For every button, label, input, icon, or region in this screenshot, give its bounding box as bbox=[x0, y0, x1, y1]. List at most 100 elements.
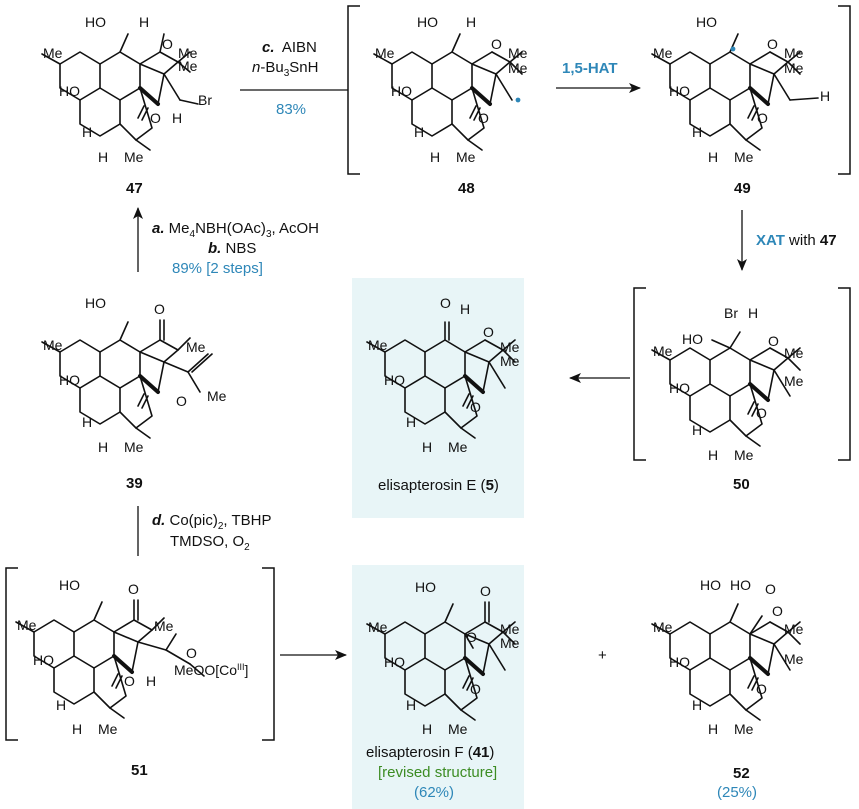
atom-me: Me bbox=[448, 721, 468, 737]
atom-me: Me bbox=[500, 353, 520, 369]
atom-h: H bbox=[692, 124, 702, 140]
atom-me: Me bbox=[178, 58, 198, 74]
step-a-condition: a. Me4NBH(OAc)3, AcOH bbox=[152, 220, 319, 240]
atom-h: H bbox=[466, 14, 476, 30]
atom-ho: HO bbox=[682, 331, 703, 347]
step-c-reagent-2: n-Bu3SnH bbox=[252, 59, 318, 79]
atom-me: Me bbox=[653, 619, 673, 635]
elisapterosin-e-highlight bbox=[352, 278, 524, 518]
atom-me: Me bbox=[178, 45, 198, 61]
bracket-right-51 bbox=[262, 567, 275, 741]
atom-me: Me bbox=[784, 651, 804, 667]
atom-me: Me bbox=[43, 337, 63, 353]
atom-me: Me bbox=[43, 45, 63, 61]
atom-ho: HO bbox=[85, 295, 106, 311]
step-d-condition-2: TMDSO, O2 bbox=[170, 533, 250, 553]
atom-me: Me bbox=[375, 45, 395, 61]
structure-52 bbox=[650, 603, 801, 722]
atom-ho: HO bbox=[59, 577, 80, 593]
step-c-yield: 83% bbox=[276, 101, 306, 118]
atom-me: Me bbox=[368, 337, 388, 353]
atom-me: Me bbox=[734, 447, 754, 463]
atom-h: H bbox=[406, 697, 416, 713]
atom-br: Br bbox=[198, 92, 212, 108]
atom-h: H bbox=[708, 721, 718, 737]
step-c-letter: c. bbox=[262, 39, 275, 56]
atom-o: O bbox=[124, 673, 135, 689]
bracket-left-50 bbox=[633, 287, 646, 461]
atom-me: Me bbox=[17, 617, 37, 633]
atom-h: H bbox=[82, 124, 92, 140]
atom-h: H bbox=[692, 422, 702, 438]
step-hat-label: 1,5-HAT bbox=[562, 60, 618, 77]
atom-me: Me bbox=[500, 635, 520, 651]
atom-ho: HO bbox=[417, 14, 438, 30]
atom-me: Me bbox=[784, 373, 804, 389]
atom-me: Me bbox=[448, 439, 468, 455]
atom-o: O bbox=[186, 645, 197, 661]
atom-h: H bbox=[460, 301, 470, 317]
structure-51 bbox=[14, 599, 205, 720]
atom-h: H bbox=[422, 439, 432, 455]
compound-label-50: 50 bbox=[733, 476, 750, 493]
yield-41: (62%) bbox=[414, 784, 454, 801]
atom-me: Me bbox=[508, 45, 528, 61]
atom-o: O bbox=[470, 681, 481, 697]
structure-39 bbox=[40, 319, 213, 440]
atom-me: Me bbox=[368, 619, 388, 635]
atom-o: O bbox=[772, 603, 783, 619]
atom-o: O bbox=[176, 393, 187, 409]
atom-meo: MeOO[CoIII] bbox=[174, 662, 248, 678]
step-xat-label: XAT with 47 bbox=[756, 232, 837, 249]
compound-label-51: 51 bbox=[131, 762, 148, 779]
atom-h: H bbox=[172, 110, 182, 126]
bracket-left-51 bbox=[5, 567, 18, 741]
atom-ho: HO bbox=[415, 579, 436, 595]
step-c-reagent-1: AIBN bbox=[282, 39, 317, 56]
atom-me: Me bbox=[734, 149, 754, 165]
compound-label-49: 49 bbox=[734, 180, 751, 197]
compound-name-elisapterosin-f: elisapterosin F (41) bbox=[366, 744, 494, 761]
atom-me: Me bbox=[456, 149, 476, 165]
atom-me: Me bbox=[784, 345, 804, 361]
bracket-right-50 bbox=[838, 287, 851, 461]
atom-me: Me bbox=[784, 60, 804, 76]
atom-ho: HO bbox=[730, 577, 751, 593]
step-d-condition-1: d. Co(pic)2, TBHP bbox=[152, 512, 272, 532]
atom-ho: HO bbox=[669, 380, 690, 396]
atom-o: O bbox=[756, 405, 767, 421]
step-c-condition: c. AIBN bbox=[262, 39, 317, 56]
atom-o: O bbox=[768, 333, 779, 349]
atom-o: O bbox=[440, 295, 451, 311]
atom-h: H bbox=[82, 414, 92, 430]
atom-o: O bbox=[478, 110, 489, 126]
atom-o: O bbox=[767, 36, 778, 52]
atom-o: O bbox=[491, 36, 502, 52]
atom-ho: HO bbox=[696, 14, 717, 30]
atom-h: H bbox=[820, 88, 830, 104]
atom-h: H bbox=[414, 124, 424, 140]
atom-o: O bbox=[162, 36, 173, 52]
atom-ho: HO bbox=[59, 83, 80, 99]
atom-h: H bbox=[98, 439, 108, 455]
atom-h: H bbox=[98, 149, 108, 165]
atom-h: H bbox=[56, 697, 66, 713]
atom-o: O bbox=[154, 301, 165, 317]
compound-name-elisapterosin-e: elisapterosin E (5) bbox=[378, 477, 499, 494]
structure-47 bbox=[40, 33, 199, 152]
step-ab-yield: 89% [2 steps] bbox=[172, 260, 263, 277]
structure-elisapterosin-e bbox=[365, 321, 516, 440]
compound-label-39: 39 bbox=[126, 475, 143, 492]
atom-me: Me bbox=[500, 339, 520, 355]
atom-o: O bbox=[756, 681, 767, 697]
structure-elisapterosin-f bbox=[365, 601, 516, 722]
atom-o: O bbox=[765, 581, 776, 597]
radical-dot-48 bbox=[515, 97, 521, 103]
radical-dot-49 bbox=[730, 46, 736, 52]
atom-ho: HO bbox=[391, 83, 412, 99]
yield-52: (25%) bbox=[717, 784, 757, 801]
atom-me: Me bbox=[207, 388, 227, 404]
atom-me: Me bbox=[653, 45, 673, 61]
atom-h: H bbox=[692, 697, 702, 713]
